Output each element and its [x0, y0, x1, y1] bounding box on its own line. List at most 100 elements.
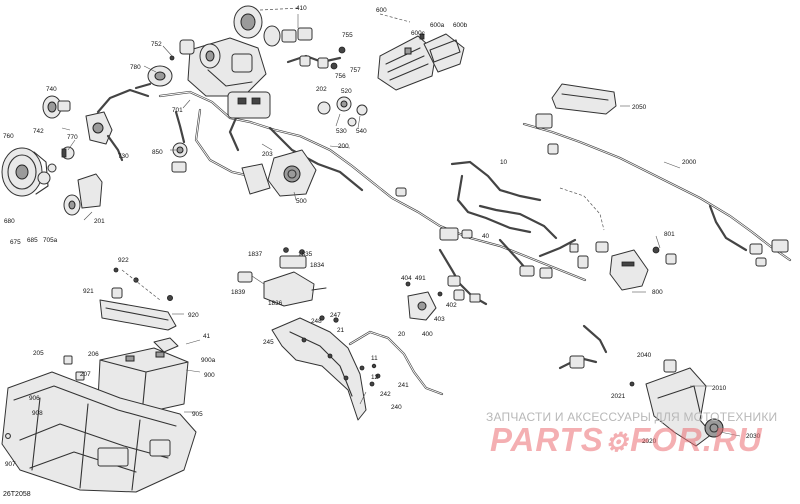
callout-label: 685 [27, 237, 38, 244]
callout-label: 40 [482, 233, 490, 240]
callout-label: 11 [371, 355, 378, 362]
bracket-201 [63, 173, 103, 216]
callout-label: 701 [172, 107, 183, 114]
callout-label: 1835 [298, 251, 313, 258]
mounting-bracket-240 [271, 315, 375, 421]
callout-label: 241 [398, 382, 409, 389]
module-800 [609, 246, 677, 291]
socket-850 [171, 142, 188, 173]
horn-730 [85, 88, 150, 162]
callout-label: 410 [296, 5, 307, 12]
callout-label: 491 [415, 275, 426, 282]
callout-label: 1839 [231, 289, 246, 296]
callout-label: 600 [376, 7, 387, 14]
watermark-logo-right: FOR.RU [630, 421, 763, 458]
callout-label: 500 [296, 198, 307, 205]
callout-labels: 410 600 600a 600b 600c 752 780 755 757 7… [3, 5, 761, 468]
callout-label: 2050 [632, 104, 647, 111]
callout-label: 540 [356, 128, 367, 135]
callout-label: 742 [33, 128, 44, 135]
callout-label: 21 [337, 327, 345, 334]
callout-label: 12 [371, 374, 379, 381]
callout-label: 757 [350, 67, 361, 74]
bracket-group-1835 [237, 247, 327, 307]
callout-label: 2030 [746, 433, 761, 440]
callout-label: 400 [422, 331, 433, 338]
callout-label: 2040 [637, 352, 652, 359]
callout-label: 245 [263, 339, 274, 346]
watermark-caption: ЗАПЧАСТИ И АКСЕССУАРЫ ДЛЯ МОТОТЕХНИКИ [486, 410, 778, 424]
callout-label: 201 [94, 218, 105, 225]
callout-label: 752 [151, 41, 162, 48]
watermark-logo-left: PARTS [490, 421, 604, 458]
tail-light-2010 [558, 324, 724, 447]
sensor-group-520 [317, 96, 368, 127]
callout-label: 680 [4, 218, 15, 225]
battery-tray-905 [1, 371, 197, 493]
callout-label: 404 [401, 275, 412, 282]
callout-label: 740 [46, 86, 57, 93]
callout-label: 900a [201, 357, 216, 364]
battery-strap-920 [99, 267, 177, 331]
dash-harness-10 [395, 160, 609, 279]
document-code: 26T2058 [3, 491, 31, 498]
gauge-cluster-2050 [551, 83, 617, 115]
callout-label: 2020 [642, 438, 657, 445]
callout-label: 800 [652, 289, 663, 296]
callout-label: 2010 [712, 385, 727, 392]
callout-label: 756 [335, 73, 346, 80]
callout-label: 780 [130, 64, 141, 71]
callout-label: 402 [446, 302, 457, 309]
callout-label: 850 [152, 149, 163, 156]
regulator-500 [241, 149, 317, 197]
sensor-400 [405, 281, 443, 321]
callout-label: 900 [204, 372, 215, 379]
gear-icon: ⚙ [604, 427, 630, 457]
callout-label: 520 [341, 88, 352, 95]
callout-label: 770 [67, 134, 78, 141]
cable-20 [348, 330, 444, 396]
callout-label: 200 [338, 143, 349, 150]
connector-752 [134, 55, 175, 90]
callout-label: 242 [380, 391, 391, 398]
callout-label: 530 [336, 128, 347, 135]
callout-label: 203 [262, 151, 273, 158]
callout-label: 2000 [682, 159, 697, 166]
callout-label: 600c [411, 30, 426, 37]
connector-cluster-755 [286, 46, 346, 70]
callout-label: 20 [398, 331, 406, 338]
callout-label: 920 [188, 312, 199, 319]
callout-label: 755 [342, 32, 353, 39]
callout-label: 202 [316, 86, 327, 93]
callout-label: 906 [29, 395, 40, 402]
relay-block-410 [281, 14, 313, 43]
headlamp-assembly [1, 147, 57, 197]
callout-label: 205 [33, 350, 44, 357]
harness-2000 [522, 113, 792, 267]
callout-label: 801 [664, 231, 675, 238]
callout-label: 908 [32, 410, 43, 417]
callout-label: 760 [3, 133, 14, 140]
callout-label: 705a [43, 237, 58, 244]
bulb-770 [61, 146, 75, 160]
callout-label: 922 [118, 257, 129, 264]
callout-label: 1834 [310, 262, 325, 269]
lamp-socket-740 [42, 95, 71, 119]
callout-label: 403 [434, 316, 445, 323]
fuse-box-600 [377, 33, 465, 91]
throttle-body-group [179, 5, 281, 119]
callout-label: 10 [500, 159, 508, 166]
callout-label: 1836 [268, 300, 283, 307]
harness-40 [438, 248, 488, 306]
callout-label: 675 [10, 239, 21, 246]
callout-label: 1837 [248, 251, 263, 258]
main-wiring-harness [158, 90, 587, 282]
callout-label: 921 [83, 288, 94, 295]
callout-label: 2021 [611, 393, 626, 400]
callout-label: 907 [5, 461, 16, 468]
callout-label: 240 [391, 404, 402, 411]
callout-label: 41 [203, 333, 211, 340]
leader-lines [61, 45, 741, 437]
